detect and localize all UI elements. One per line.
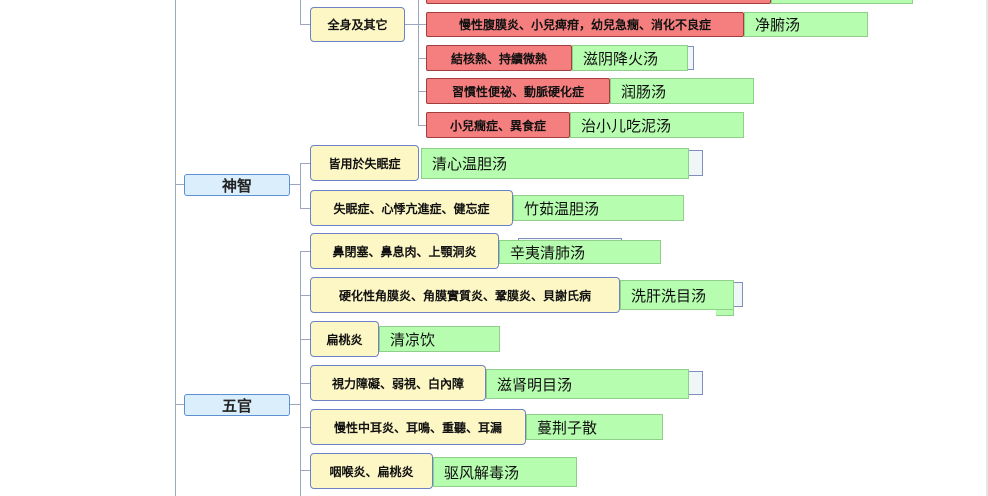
category-node[interactable]: 失眠症、心悸亢進症、健忘症 — [310, 190, 513, 226]
formula-node[interactable]: 清心温胆汤 — [421, 148, 689, 179]
category-node[interactable]: 皆用於失眠症 — [310, 145, 419, 181]
node-tab — [686, 46, 694, 70]
connector — [300, 427, 310, 428]
category-label: 視力障礙、弱視、白內障 — [331, 376, 464, 391]
category-label: 全身及其它 — [327, 18, 388, 32]
connector — [405, 24, 419, 25]
connector — [300, 383, 310, 384]
formula-node[interactable]: 辛夷清肺汤 — [499, 240, 661, 264]
main-node-label: 神智 — [221, 176, 252, 195]
category-label: 皆用於失眠症 — [328, 156, 401, 171]
formula-label: 洗肝洗目汤 — [631, 286, 707, 305]
connector — [418, 24, 426, 25]
formula-label: 滋肾明目汤 — [497, 375, 573, 394]
category-node-whole-body[interactable]: 全身及其它 — [310, 7, 405, 42]
condition-node-cut-off[interactable] — [426, 0, 771, 4]
connector — [418, 58, 426, 59]
connector — [300, 24, 310, 25]
connector — [289, 404, 301, 405]
formula-node[interactable]: 净腑汤 — [744, 12, 868, 37]
category-label: 硬化性角膜炎、角膜實質炎、鞏膜炎、貝謝氏病 — [338, 288, 591, 303]
formula-node[interactable]: 蔓荆子散 — [526, 414, 663, 440]
category-node[interactable]: 鼻閉塞、鼻息肉、上顎洞炎 — [310, 233, 499, 269]
connector — [289, 184, 301, 185]
formula-node[interactable]: 滋肾明目汤 — [486, 369, 689, 399]
formula-label: 驱风解毒汤 — [444, 463, 520, 482]
formula-node[interactable]: 驱风解毒汤 — [433, 457, 577, 487]
connector — [418, 0, 419, 125]
connector — [300, 163, 310, 164]
condition-node[interactable]: 結核熱、持續微熱 — [426, 45, 572, 71]
formula-label: 清心温胆汤 — [432, 155, 508, 173]
connector — [300, 339, 310, 340]
connector — [300, 470, 310, 471]
formula-node[interactable]: 润肠汤 — [610, 78, 754, 104]
node-tab — [688, 150, 703, 176]
connector — [300, 0, 301, 24]
category-node[interactable]: 咽喉炎、扁桃炎 — [310, 453, 433, 489]
condition-label: 結核熱、持續微熱 — [450, 51, 547, 66]
node-tab — [688, 371, 703, 395]
condition-node[interactable]: 小兒癇症、異食症 — [426, 112, 570, 138]
condition-node[interactable]: 慢性腹膜炎、小兒痺疳，幼兒急癇、消化不良症 — [426, 12, 744, 37]
formula-label: 净腑汤 — [755, 16, 801, 34]
condition-label: 小兒癇症、異食症 — [449, 118, 546, 133]
formula-node[interactable]: 清凉饮 — [379, 326, 500, 352]
connector — [300, 251, 310, 252]
condition-label: 習慣性便祕、動脈硬化症 — [451, 84, 584, 99]
connector — [418, 91, 426, 92]
category-label: 鼻閉塞、鼻息肉、上顎洞炎 — [332, 244, 477, 259]
category-node[interactable]: 視力障礙、弱視、白內障 — [310, 365, 486, 401]
category-label: 慢性中耳炎、耳鳴、重聽、耳漏 — [333, 420, 502, 435]
formula-label: 清凉饮 — [390, 330, 436, 349]
category-node[interactable]: 硬化性角膜炎、角膜實質炎、鞏膜炎、貝謝氏病 — [310, 277, 620, 313]
connector — [175, 404, 184, 405]
main-node-wuguan[interactable]: 五官 — [184, 394, 290, 416]
connector — [418, 125, 426, 126]
category-node[interactable]: 扁桃炎 — [310, 321, 379, 357]
formula-label: 治小儿吃泥汤 — [581, 116, 672, 135]
condition-label: 慢性腹膜炎、小兒痺疳，幼兒急癇、消化不良症 — [458, 18, 711, 32]
connector — [300, 251, 301, 496]
condition-node[interactable]: 習慣性便祕、動脈硬化症 — [426, 78, 610, 104]
connector — [175, 184, 184, 185]
connector — [300, 208, 310, 209]
main-node-label: 五官 — [221, 396, 252, 415]
formula-label: 辛夷清肺汤 — [510, 243, 586, 262]
formula-label: 竹茹温胆汤 — [524, 199, 600, 218]
formula-label: 润肠汤 — [621, 82, 667, 101]
node-tab — [733, 282, 743, 307]
formula-node[interactable]: 竹茹温胆汤 — [513, 195, 684, 221]
formula-label: 滋阴降火汤 — [583, 49, 659, 68]
category-label: 扁桃炎 — [326, 332, 363, 347]
formula-node[interactable]: 洗肝洗目汤 — [620, 280, 734, 310]
main-trunk-line — [175, 0, 176, 496]
connector — [300, 163, 301, 208]
formula-node-cut-off[interactable] — [771, 0, 913, 4]
formula-label: 蔓荆子散 — [537, 418, 598, 437]
scroll-edge — [986, 0, 988, 496]
connector — [300, 295, 310, 296]
main-node-shenzhi[interactable]: 神智 — [184, 174, 290, 196]
category-label: 咽喉炎、扁桃炎 — [329, 464, 414, 479]
formula-node[interactable]: 滋阴降火汤 — [572, 45, 688, 71]
category-node[interactable]: 慢性中耳炎、耳鳴、重聽、耳漏 — [310, 409, 526, 445]
category-label: 失眠症、心悸亢進症、健忘症 — [333, 201, 490, 216]
formula-node[interactable]: 治小儿吃泥汤 — [570, 112, 744, 138]
